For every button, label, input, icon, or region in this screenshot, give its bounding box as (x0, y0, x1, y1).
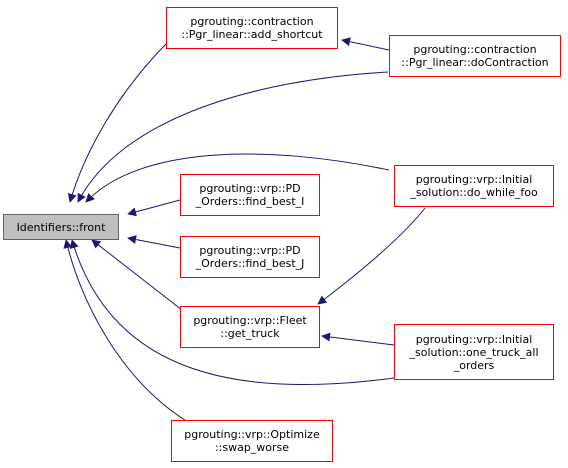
node-label: pgrouting::vrp::Optimize (184, 428, 320, 441)
node-one-truck-all-orders[interactable]: pgrouting::vrp::Initial _solution::one_t… (394, 324, 554, 380)
node-do-while-foo[interactable]: pgrouting::vrp::Initial _solution::do_wh… (394, 165, 554, 207)
node-label: ::swap_worse (214, 441, 290, 454)
edge-add-shortcut-to-front (67, 41, 169, 203)
node-find-best-i[interactable]: pgrouting::vrp::PD _Orders::find_best_I (180, 174, 320, 216)
node-label: _solution::one_truck_all (409, 345, 539, 359)
node-label: pgrouting::vrp::Initial (415, 332, 533, 346)
node-find-best-j[interactable]: pgrouting::vrp::PD _Orders::find_best_J (180, 236, 320, 278)
node-label: ::Pgr_linear::doContraction (401, 56, 549, 69)
node-label: _orders (453, 358, 495, 372)
edge-one-truck-all-orders-to-get-truck (321, 332, 395, 346)
node-label: pgrouting::vrp::PD (199, 244, 301, 257)
edge-find-best-i-to-front (127, 199, 181, 217)
node-label: _Orders::find_best_J (195, 257, 305, 270)
edge-do-while-foo-to-front (85, 153, 390, 203)
node-label: pgrouting::vrp::PD (199, 182, 301, 195)
node-label: pgrouting::contraction (190, 15, 314, 28)
node-do-contraction[interactable]: pgrouting::contraction ::Pgr_linear::doC… (389, 35, 561, 77)
node-label: ::Pgr_linear::add_shortcut (181, 28, 323, 41)
node-label: pgrouting::vrp::Initial (415, 173, 533, 186)
edge-one-truck-all-orders-to-front (69, 239, 395, 386)
node-get-truck[interactable]: pgrouting::vrp::Fleet ::get_truck (180, 306, 320, 348)
edge-do-contraction-to-add-shortcut (341, 37, 390, 51)
node-identifiers-front: Identifiers::front (3, 214, 119, 240)
edge-find-best-j-to-front (127, 235, 181, 249)
node-label: pgrouting::vrp::Fleet (193, 314, 307, 327)
node-swap-worse[interactable]: pgrouting::vrp::Optimize ::swap_worse (171, 420, 333, 462)
node-label: _Orders::find_best_I (195, 195, 305, 208)
node-label: pgrouting::contraction (413, 43, 537, 56)
node-label: ::get_truck (220, 327, 280, 340)
edge-do-contraction-to-front (77, 71, 389, 203)
node-label: _solution::do_while_foo (410, 186, 538, 199)
edge-swap-worse-to-front (63, 239, 189, 423)
node-add-shortcut[interactable]: pgrouting::contraction ::Pgr_linear::add… (166, 7, 338, 49)
edge-get-truck-to-front (91, 239, 183, 311)
node-label: Identifiers::front (16, 220, 106, 234)
edge-do-while-foo-to-get-truck (317, 207, 426, 305)
